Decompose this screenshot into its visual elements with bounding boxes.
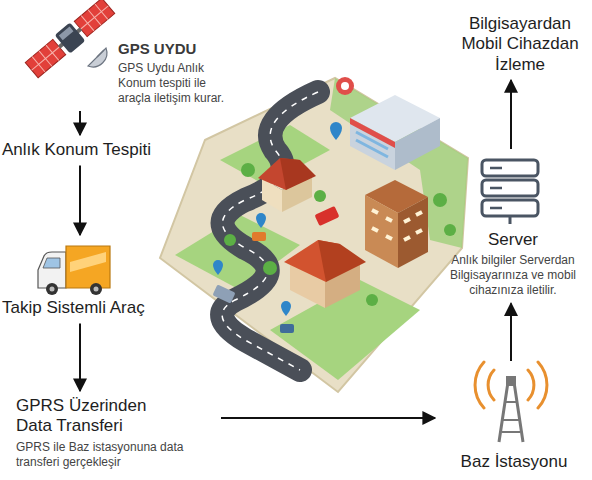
step-description: Anlık bilgiler Serverdan Bilgisayarınıza…	[436, 253, 590, 298]
flow-arrow	[221, 417, 435, 419]
step-label: Takip Sistemli Araç	[2, 298, 167, 318]
step-description: GPRS ile Baz istasyonuna data transferi …	[16, 440, 216, 470]
step-label: Server	[436, 230, 590, 250]
step-node: GPS UYDU GPS Uydu Anlık Konum tespiti ile…	[30, 40, 235, 106]
step-node: Bilgisayardan Mobil Cihazdan İzleme	[450, 14, 590, 75]
gps-heading: GPS UYDU	[118, 40, 235, 58]
flow-arrow	[79, 323, 81, 391]
flow-arrow	[510, 303, 512, 361]
step-node: GPRS Üzerinden Data TransferiGPRS ile Ba…	[16, 396, 216, 470]
step-node: Anlık Konum Tespiti	[2, 140, 167, 160]
step-label: Bilgisayardan Mobil Cihazdan İzleme	[450, 14, 590, 75]
step-label: Anlık Konum Tespiti	[2, 140, 167, 160]
van-icon	[38, 246, 110, 295]
server-icon	[482, 160, 538, 224]
tower-icon	[475, 362, 547, 442]
satellite-icon	[24, 0, 116, 79]
step-node: ServerAnlık bilgiler Serverdan Bilgisaya…	[436, 154, 590, 298]
city-map	[160, 77, 468, 392]
flow-arrow	[79, 111, 81, 135]
gps-description: GPS Uydu Anlık Konum tespiti ile araçla …	[118, 61, 235, 106]
step-label: Baz İstasyonu	[440, 452, 588, 472]
step-node: Takip Sistemli Araç	[2, 240, 167, 318]
flow-arrow	[510, 80, 512, 149]
step-node: Baz İstasyonu	[440, 366, 588, 472]
step-label: GPRS Üzerinden Data Transferi	[16, 396, 166, 437]
flow-arrow	[79, 165, 81, 235]
